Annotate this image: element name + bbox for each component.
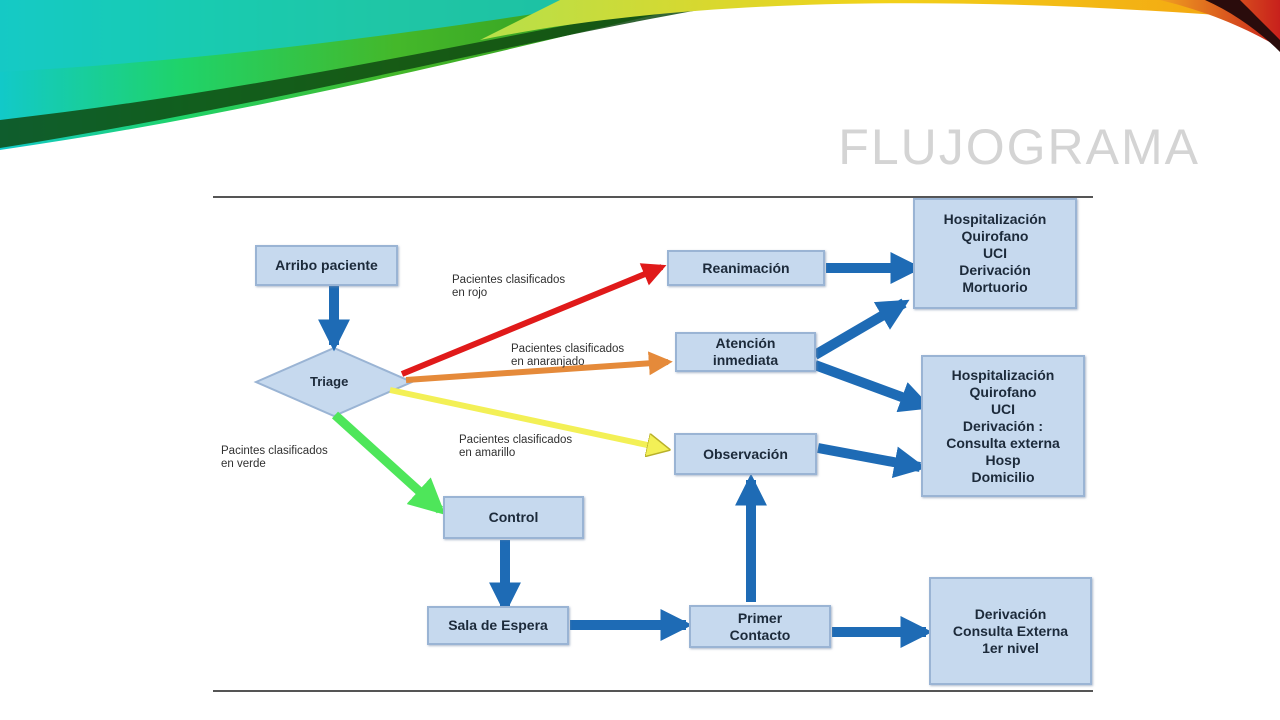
arrow-yellow: [389, 387, 666, 449]
edge-label-anaranjado: Pacientes clasificados en anaranjado: [511, 343, 625, 368]
node-primer-contacto-label: Primer Contacto: [729, 609, 791, 643]
node-observacion: Observación: [674, 433, 817, 475]
slide-title: FLUJOGRAMA: [838, 119, 1200, 175]
node-destino-medio: Hospitalización Quirofano UCI Derivación…: [921, 355, 1085, 497]
node-atencion-inmediata-label: Atención inmediata: [712, 335, 779, 368]
arrow-atencion-dest-mid: [813, 360, 933, 413]
node-control: Control: [443, 496, 584, 539]
node-sala-de-espera: Sala de Espera: [427, 606, 569, 645]
node-triage-label: Triage: [310, 374, 349, 389]
node-reanimacion-label: Reanimación: [702, 259, 790, 276]
node-reanimacion: Reanimación: [667, 250, 825, 286]
node-destino-medio-label: Hospitalización Quirofano UCI Derivación…: [946, 366, 1060, 485]
node-sala-de-espera-label: Sala de Espera: [448, 617, 548, 633]
node-primer-contacto: Primer Contacto: [689, 605, 831, 648]
node-control-label: Control: [488, 509, 539, 525]
arrow-red: [400, 263, 667, 377]
arrow-atencion-dest-top: [812, 298, 910, 360]
node-destino-superior: Hospitalización Quirofano UCI Derivación…: [913, 198, 1077, 309]
node-destino-inferior: Derivación Consulta Externa 1er nivel: [929, 577, 1092, 685]
edge-label-amarillo: Pacientes clasificados en amarillo: [459, 434, 573, 459]
arrow-green: [331, 411, 446, 515]
arrow-observacion-dest-mid: [817, 443, 927, 479]
node-destino-superior-label: Hospitalización Quirofano UCI Derivación…: [943, 211, 1047, 295]
node-observacion-label: Observación: [703, 445, 788, 462]
node-arribo-paciente: Arribo paciente: [255, 245, 398, 286]
edge-label-rojo: Pacientes clasificados en rojo: [452, 274, 566, 299]
edge-label-verde: Pacintes clasificados en verde: [221, 445, 328, 470]
node-arribo-paciente-label: Arribo paciente: [275, 257, 378, 273]
node-atencion-inmediata: Atención inmediata: [675, 332, 816, 372]
arrow-orange: [405, 351, 673, 383]
node-destino-inferior-label: Derivación Consulta Externa 1er nivel: [952, 605, 1069, 656]
